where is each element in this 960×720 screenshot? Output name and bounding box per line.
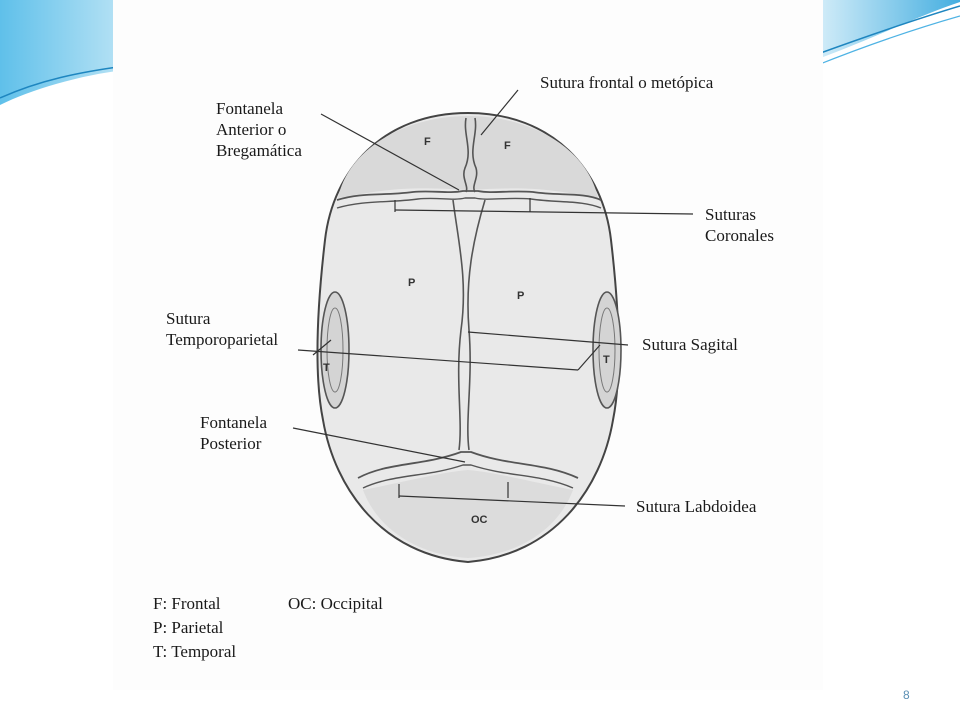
skull-diagram [292, 89, 694, 564]
pointer-lines [292, 89, 694, 507]
sagittal-suture-2 [467, 199, 486, 451]
bone-label-parietal-right: P [517, 290, 525, 302]
pointer-sagital [467, 331, 629, 346]
bone-label-parietal-left: P [408, 277, 416, 289]
temporal-left-shape [320, 291, 350, 409]
coronal-suture-2 [336, 197, 602, 209]
label-sutura-temporoparietal: Sutura Temporoparietal [166, 309, 279, 349]
right-swoosh-line [814, 5, 960, 56]
label-suturas-coronales: Suturas Coronales [705, 205, 774, 245]
coronal-suture [336, 190, 602, 201]
legend: F: Frontal P: Parietal T: Temporal OC: O… [153, 592, 383, 664]
page-number: 8 [903, 688, 910, 702]
pointer-temporoparietal-left-2 [312, 339, 332, 356]
pointer-temporoparietal-left [297, 349, 579, 371]
bone-label-frontal-right: F [504, 140, 511, 152]
metopic-suture-2 [472, 117, 478, 193]
sagittal-suture [452, 199, 465, 451]
label-sutura-labdoidea: Sutura Labdoidea [636, 497, 757, 516]
pointer-labdoidea [398, 495, 626, 507]
bone-label-occipital: OC [471, 514, 488, 526]
lambdoid-suture-2 [362, 464, 574, 489]
skull-outline [316, 111, 620, 564]
bone-label-frontal-left: F [424, 136, 431, 148]
right-swoosh-line-2 [814, 15, 960, 67]
temporal-right-inner [598, 307, 616, 393]
legend-temporal: T: Temporal [153, 642, 237, 661]
pointer-coronal [394, 209, 694, 215]
metopic-suture [463, 117, 469, 193]
pointer-temporoparietal-right [577, 344, 601, 371]
bone-label-temporal-left: T [323, 362, 330, 374]
left-swoosh-line [0, 65, 126, 99]
legend-parietal: P: Parietal [153, 618, 224, 637]
pointer-metopica [480, 89, 519, 136]
pointer-fontanela-posterior [292, 427, 466, 463]
occipital-region [363, 470, 573, 558]
left-swoosh [0, 0, 125, 105]
label-sutura-sagital: Sutura Sagital [642, 335, 738, 354]
label-sutura-metopica: Sutura frontal o metópica [540, 73, 714, 92]
temporal-left-inner [326, 307, 344, 393]
pointer-fontanela-anterior [320, 113, 460, 191]
lambdoid-suture [357, 451, 579, 479]
skull-figure: F F P P T T OC Sutura frontal o metópica… [113, 0, 823, 690]
legend-occipital: OC: Occipital [288, 594, 383, 613]
temporal-right-shape [592, 291, 622, 409]
legend-frontal: F: Frontal [153, 594, 221, 613]
bone-label-temporal-right: T [603, 354, 610, 366]
left-swoosh-line-2 [0, 72, 126, 109]
label-fontanela-posterior: Fontanela Posterior [200, 413, 268, 453]
label-fontanela-anterior: Fontanela Anterior o Bregamática [216, 99, 302, 160]
